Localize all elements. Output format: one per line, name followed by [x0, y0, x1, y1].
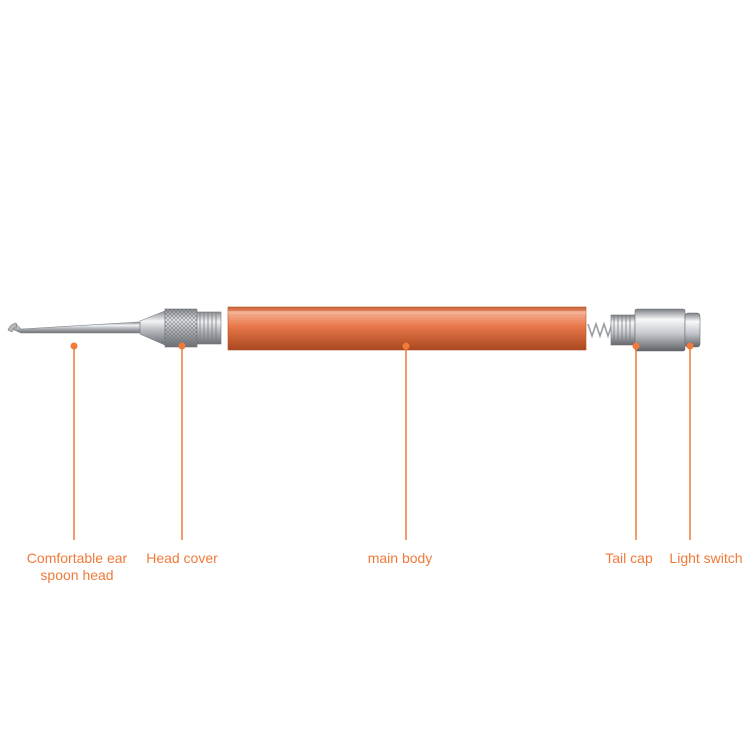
tail-cap — [610, 308, 686, 352]
label-main-body: main body — [367, 550, 433, 566]
leader-tail-cap — [632, 342, 640, 540]
spring — [587, 321, 613, 339]
light-switch — [684, 312, 701, 348]
leader-main-body — [402, 342, 410, 540]
label-spoon-head-line1: Comfortable ear — [26, 550, 128, 566]
callout-leaders — [70, 342, 694, 540]
label-spoon-head: Comfortable ear spoon head — [12, 550, 142, 584]
ear-spoon-head — [7, 321, 141, 334]
leader-head-cover — [178, 342, 186, 540]
head-cover — [139, 308, 222, 348]
leader-light-switch — [686, 342, 694, 540]
label-spoon-head-line2: spoon head — [40, 567, 114, 583]
label-tail-cap: Tail cap — [605, 550, 653, 566]
label-light-switch: Light switch — [669, 550, 743, 566]
leader-spoon-head — [70, 342, 78, 540]
label-head-cover: Head cover — [146, 550, 218, 566]
